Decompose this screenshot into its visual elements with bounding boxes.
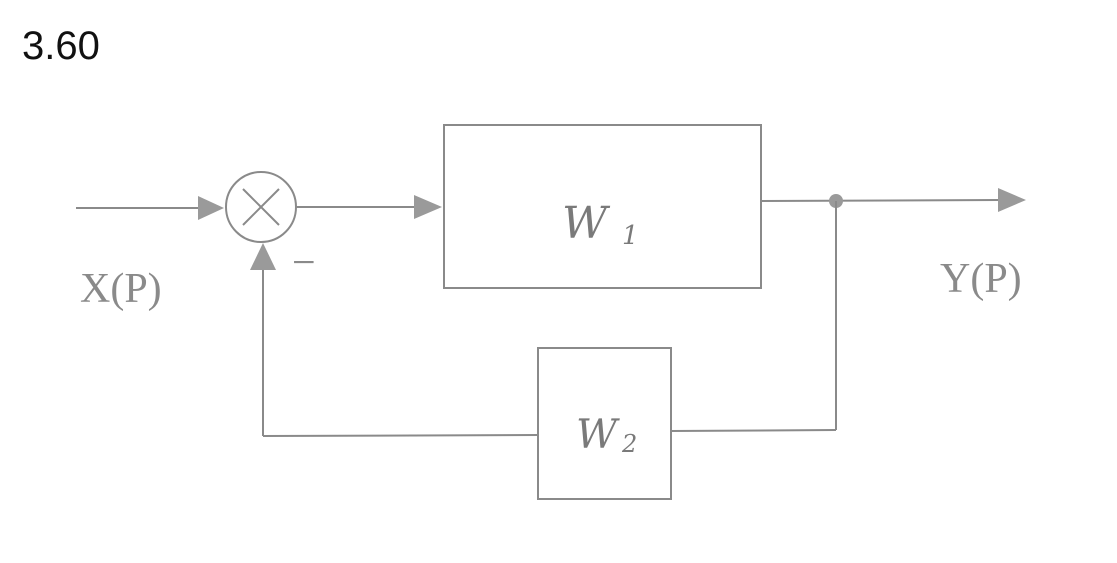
feedback-block: [537, 347, 672, 500]
forward-input-arrow: [414, 195, 442, 219]
forward-block-label: W: [562, 198, 611, 249]
forward-block-subscript: 1: [622, 221, 639, 251]
output-signal-label: Y(P): [940, 256, 1022, 302]
feedback-block-subscript: 2: [621, 430, 637, 458]
forward-block: [443, 124, 762, 289]
feedback-block-label: W: [576, 412, 620, 458]
output-arrow: [998, 188, 1026, 212]
feedback-right-line: [670, 429, 837, 432]
output-line: [760, 199, 1001, 202]
feedback-arrow: [250, 243, 276, 270]
feedback-left-line: [262, 434, 539, 437]
input-signal-label: X(P): [80, 266, 162, 312]
summing-cross-b: [242, 188, 280, 226]
feedback-sign: −: [292, 240, 316, 286]
figure-number: 3.60: [22, 24, 100, 68]
input-arrow: [198, 196, 224, 220]
